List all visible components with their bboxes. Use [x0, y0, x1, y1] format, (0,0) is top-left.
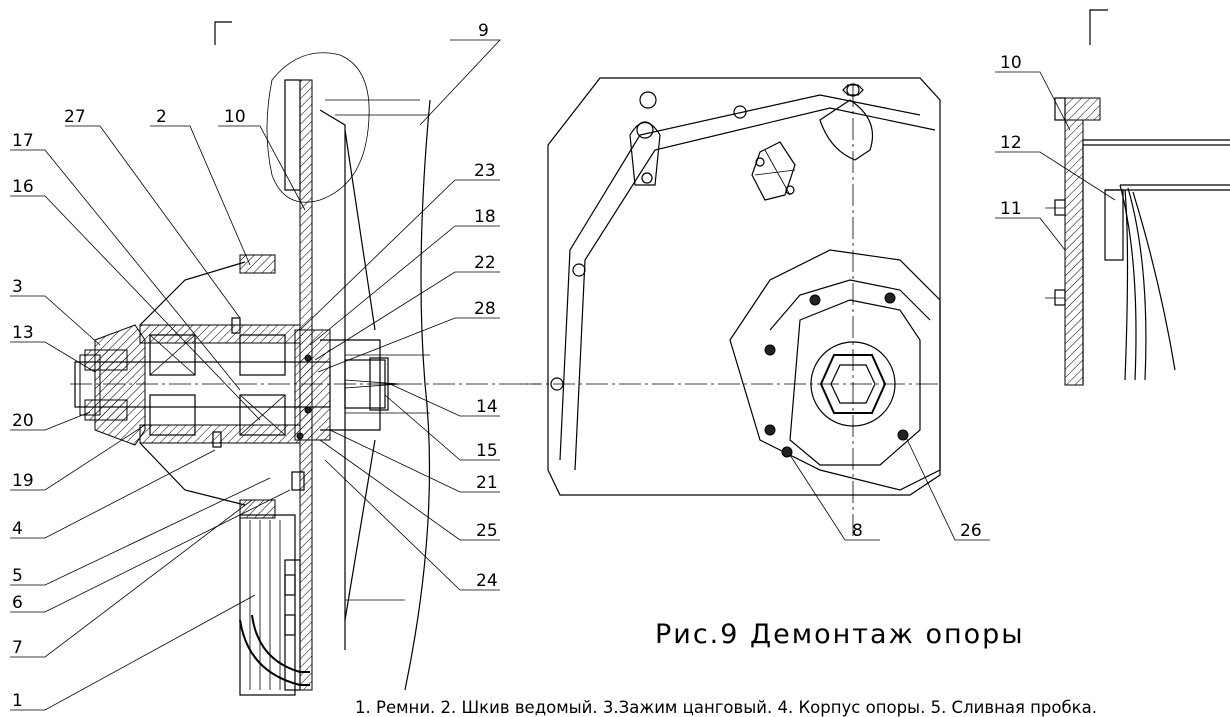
callout-4: 4 — [12, 519, 23, 539]
section-g-view: Г — [1045, 9, 1230, 386]
callout-15: 15 — [476, 441, 498, 461]
callout-12: 12 — [1000, 133, 1022, 153]
callout-20: 20 — [12, 411, 34, 431]
callout-2: 2 — [156, 107, 167, 127]
callout-19: 19 — [12, 471, 34, 491]
callout-leaders-center — [789, 434, 990, 541]
callout-28: 28 — [474, 299, 496, 319]
callout-10-right: 10 — [1000, 53, 1022, 73]
callout-9: 9 — [478, 21, 489, 41]
callout-18: 18 — [474, 207, 496, 227]
callout-5: 5 — [12, 566, 23, 586]
callout-25: 25 — [476, 521, 498, 541]
callout-11: 11 — [1000, 199, 1022, 219]
callout-1: 1 — [12, 691, 23, 711]
legend-text: 1. Ремни. 2. Шкив ведомый. 3.Зажим цанго… — [355, 698, 1097, 717]
section-view: Г — [70, 21, 540, 696]
callout-22: 22 — [474, 253, 496, 273]
callout-27: 27 — [64, 107, 86, 127]
figure-caption: Рис.9 Демонтаж опоры — [655, 619, 1025, 650]
callout-leaders-left — [10, 39, 501, 711]
callout-17: 17 — [12, 131, 34, 151]
callout-leaders-right — [995, 71, 1116, 251]
callout-21: 21 — [476, 473, 498, 493]
callout-6: 6 — [12, 593, 23, 613]
callout-8: 8 — [852, 521, 863, 541]
callout-16: 16 — [12, 177, 34, 197]
callout-23: 23 — [474, 161, 496, 181]
callout-labels: 9 10 2 27 17 16 3 13 20 19 4 5 6 7 1 23 … — [12, 21, 1022, 711]
callout-10: 10 — [224, 107, 246, 127]
callout-26: 26 — [960, 521, 982, 541]
callout-13: 13 — [12, 323, 34, 343]
cover-view — [520, 77, 941, 540]
callout-3: 3 — [12, 277, 23, 297]
callout-24: 24 — [476, 571, 498, 591]
callout-14: 14 — [476, 397, 498, 417]
callout-7: 7 — [12, 638, 23, 658]
